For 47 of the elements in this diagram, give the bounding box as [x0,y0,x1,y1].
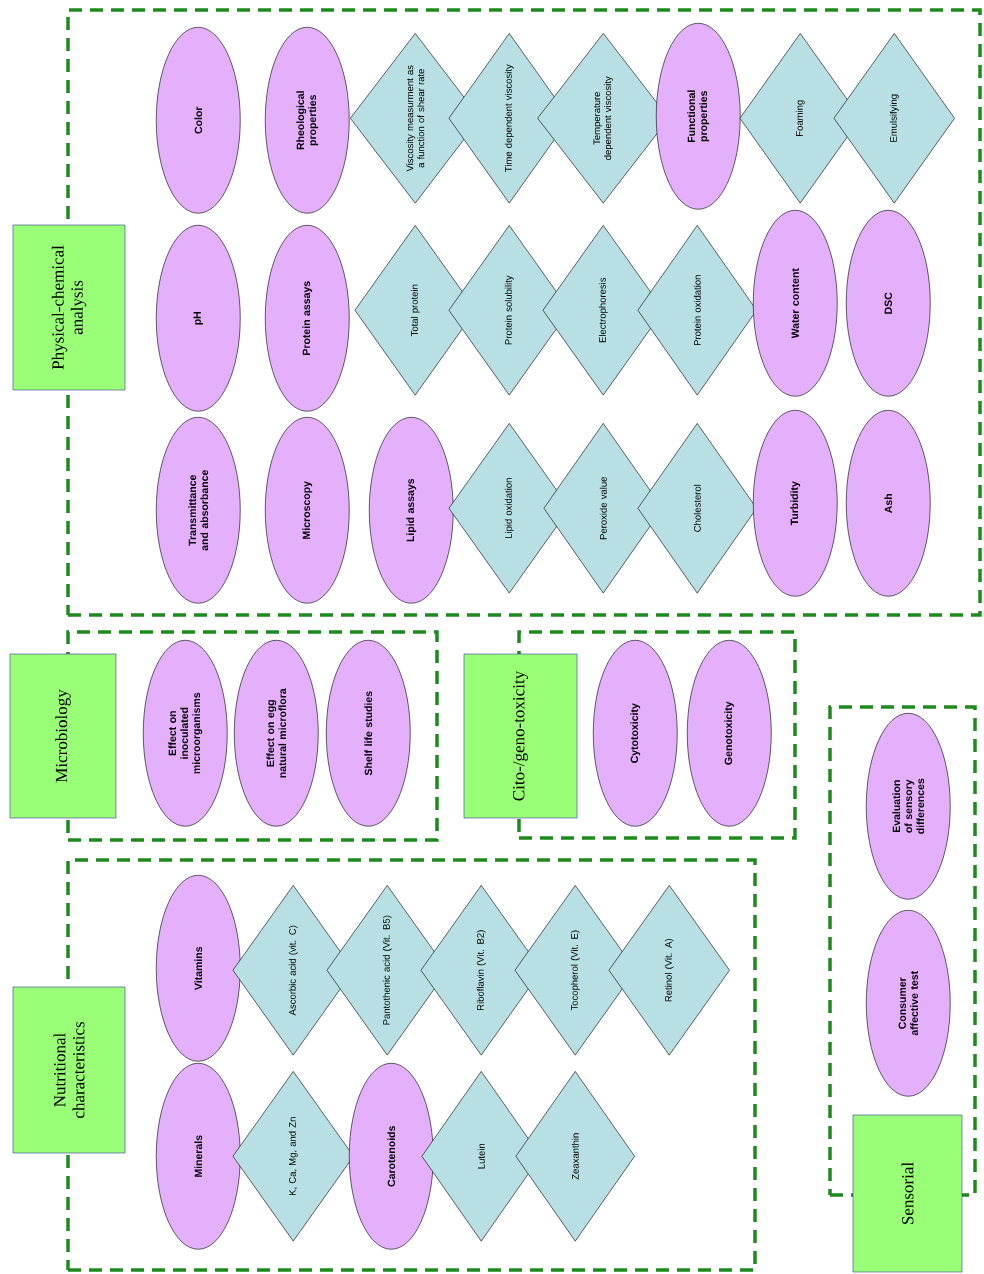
ellipse-node: Vitamins [155,874,241,1062]
diamond-node: Lutein [421,1071,541,1242]
diamond-node: Cholesterol [637,423,757,594]
ellipse-node: Minerals [155,1062,241,1250]
ellipse-node: Color [155,26,241,214]
ellipse-node: Evaluation of sensory differences [865,712,951,900]
diamond-node: Viscosity measurment as a function of shear rate [350,33,481,204]
ellipse-node: Microscopy [264,416,350,604]
ellipse-node: pH [155,224,241,412]
diamond-node: Retinol (Vit. A) [608,885,730,1056]
diamond-node: Tocopherol (Vit. E) [514,885,636,1056]
ellipse-node: Functional properties [655,22,741,210]
diamond-node: Emulsifying [833,33,955,204]
ellipse-node: Effect on egg natural microflora [233,639,319,827]
heading-box: Microbiology [9,653,117,819]
diamond-node: Lipid oxidation [448,423,570,594]
diamond-node: Peroxide value [543,423,663,594]
diamond-node: Time dependent viscosity [448,33,570,204]
ellipse-node: DSC [845,209,931,397]
ellipse-node: Consumer affective test [865,909,951,1097]
ellipse-node: Water content [752,209,838,397]
ellipse-node: Ash [845,409,931,597]
diamond-node: Protein solubility [448,225,570,396]
heading-box: Physical-chemical analysis [12,224,126,391]
diamond-node: Temperature dependent viscosity [537,33,670,204]
ellipse-node: Protein assays [264,224,350,412]
diamond-node: Electrophoresis [542,225,664,396]
diamond-node: Protein oxidation [637,225,757,396]
ellipse-node: Shelf life studies [325,639,411,827]
diamond-node: Foaming [739,33,861,204]
ellipse-node: Rheological properties [264,26,350,214]
diamond-node: K, Ca, Mg, and Zn [232,1071,354,1242]
heading-box: Sensorial [852,1114,963,1273]
diamond-node: Total protein [354,225,476,396]
ellipse-node: Cytotoxicity [592,639,678,827]
diamond-node: Pantothenic acid (Vit. B5) [326,885,448,1056]
ellipse-node: Turbidity [752,409,838,597]
diamond-node: Ascorbic acid (vit. C) [232,885,354,1056]
diamond-node: Zeaxanthin [515,1071,635,1242]
ellipse-node: Transmittance and absorbance [155,416,241,604]
ellipse-node: Carotenoids [348,1062,434,1250]
ellipse-node: Lipid assays [368,416,454,604]
heading-box: Cito-/geno-toxicity [463,653,578,819]
ellipse-node: Effect on inoculated microorganisms [142,639,228,827]
heading-box: Nutritional characteristics [12,986,126,1154]
diamond-node: Riboflavin (Vit. B2) [420,885,542,1056]
ellipse-node: Genotoxicity [686,639,772,827]
